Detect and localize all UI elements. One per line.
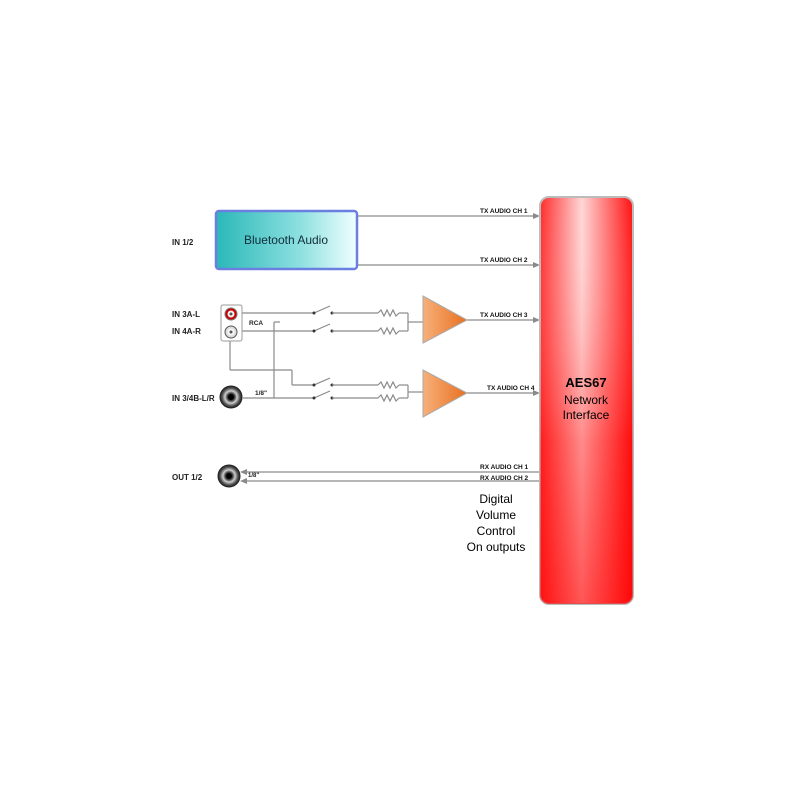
rca-label: RCA bbox=[249, 320, 263, 327]
signal-tx3: TX AUDIO CH 3 bbox=[480, 312, 528, 319]
input-label-in12: IN 1/2 bbox=[172, 238, 194, 247]
bluetooth-audio-block: Bluetooth Audio bbox=[214, 209, 359, 271]
signal-rx1: RX AUDIO CH 1 bbox=[480, 464, 529, 471]
volume-note-line1: Digital bbox=[479, 492, 512, 506]
eighth-inch-input-jack-icon bbox=[219, 385, 243, 409]
amplifier-ch3-icon bbox=[422, 295, 469, 344]
bluetooth-audio-label: Bluetooth Audio bbox=[244, 233, 328, 247]
volume-note-line4: On outputs bbox=[467, 540, 526, 554]
volume-note-line2: Volume bbox=[476, 508, 516, 522]
eighth-inch-input-label: 1/8" bbox=[255, 390, 267, 397]
digital-volume-note: Digital Volume Control On outputs bbox=[467, 492, 526, 554]
wires bbox=[229, 213, 540, 484]
output-label-out12: OUT 1/2 bbox=[172, 473, 203, 482]
volume-note-line3: Control bbox=[477, 524, 516, 538]
signal-tx2: TX AUDIO CH 2 bbox=[480, 257, 528, 264]
network-title: AES67 bbox=[565, 375, 606, 390]
eighth-inch-output-jack-icon bbox=[217, 464, 241, 488]
input-label-in3a: IN 3A-L bbox=[172, 310, 200, 319]
network-line1: Network bbox=[564, 393, 609, 407]
signal-tx1: TX AUDIO CH 1 bbox=[480, 208, 528, 215]
input-label-in4a: IN 4A-R bbox=[172, 327, 201, 336]
amplifier-ch4-icon bbox=[422, 369, 469, 418]
signal-tx4: TX AUDIO CH 4 bbox=[487, 385, 535, 392]
aes67-network-interface-block: AES67 Network Interface bbox=[539, 196, 634, 605]
input-label-in34b: IN 3/4B-L/R bbox=[172, 394, 215, 403]
network-line2: Interface bbox=[563, 408, 610, 422]
rca-connector bbox=[220, 304, 243, 342]
eighth-inch-output-label: 1/8" bbox=[248, 473, 259, 479]
signal-rx2: RX AUDIO CH 2 bbox=[480, 475, 529, 482]
